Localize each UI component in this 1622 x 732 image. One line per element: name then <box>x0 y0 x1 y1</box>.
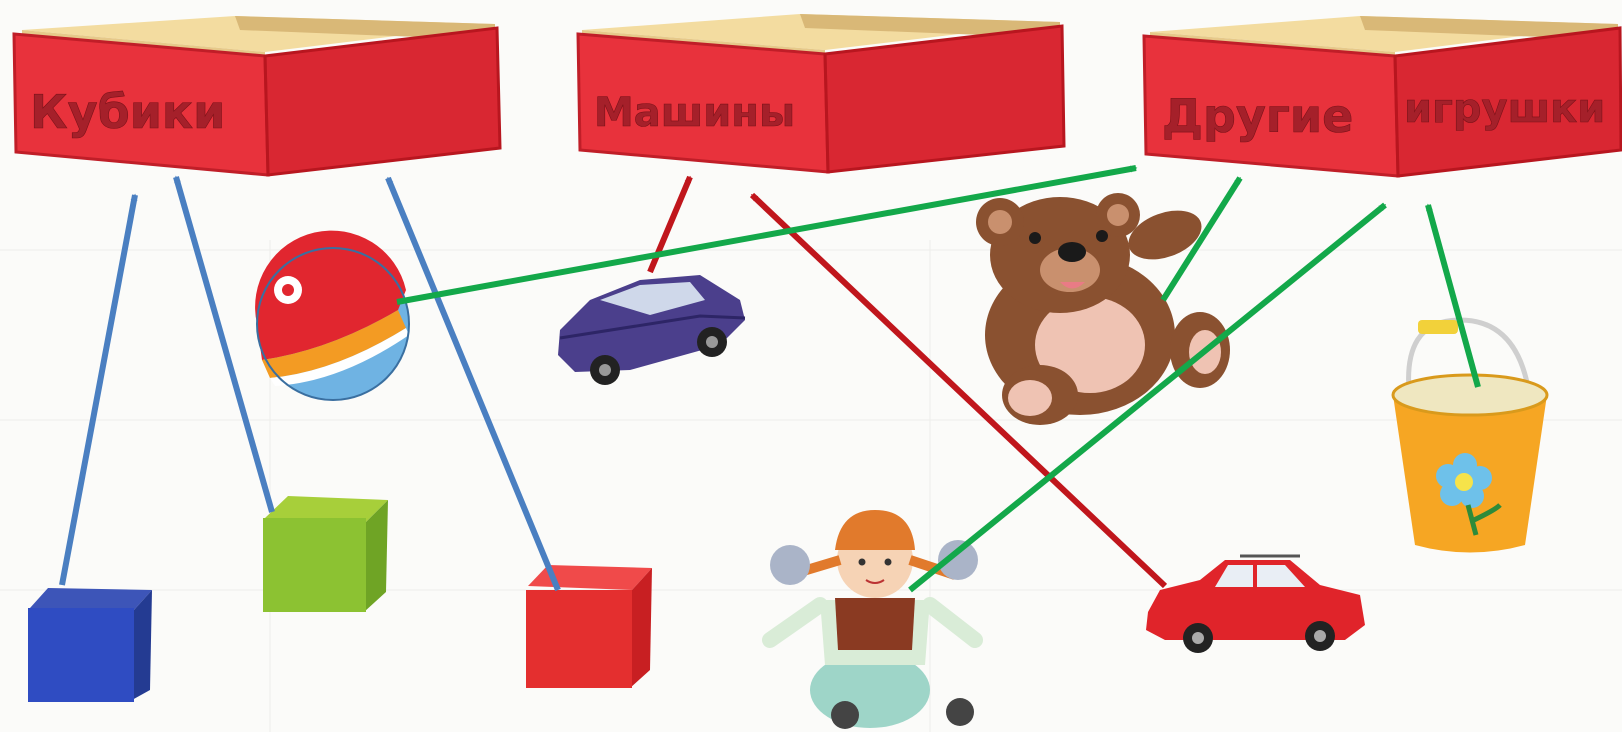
box-other-toys[interactable]: Другие игрушки <box>1142 16 1622 178</box>
box-cars[interactable]: Машины <box>576 14 1066 174</box>
blue-cube-icon[interactable] <box>28 588 152 702</box>
bucket-icon[interactable] <box>1391 317 1549 553</box>
box-cars-label: Машины <box>594 90 795 136</box>
arrow-red-car-to-cars <box>749 192 1168 589</box>
flower-icon <box>1436 453 1502 536</box>
arrow-bear-to-other <box>1160 176 1243 302</box>
arrow-bucket-to-other <box>1425 203 1481 388</box>
arrow-red-cube-to-cubes <box>385 176 561 592</box>
arrow-ball-to-other <box>396 165 1138 305</box>
box-cubes-label: Кубики <box>30 85 225 139</box>
green-cube-icon[interactable] <box>263 496 388 612</box>
arrow-doll-to-other <box>908 202 1387 593</box>
box-cubes[interactable]: Кубики <box>12 16 502 177</box>
ball-icon[interactable] <box>255 230 410 401</box>
box-other-label-2: игрушки <box>1404 86 1605 132</box>
background-sheet <box>0 240 1622 732</box>
box-other-label-1: Другие <box>1162 89 1353 143</box>
purple-car-icon[interactable] <box>558 275 746 385</box>
doll-icon[interactable] <box>762 510 983 729</box>
arrow-green-cube-to-cubes <box>173 175 275 513</box>
red-car-icon[interactable] <box>1146 554 1365 653</box>
teddy-bear-icon[interactable] <box>976 193 1230 425</box>
red-cube-icon[interactable] <box>526 565 652 688</box>
arrow-blue-cube-to-cubes <box>59 193 138 586</box>
